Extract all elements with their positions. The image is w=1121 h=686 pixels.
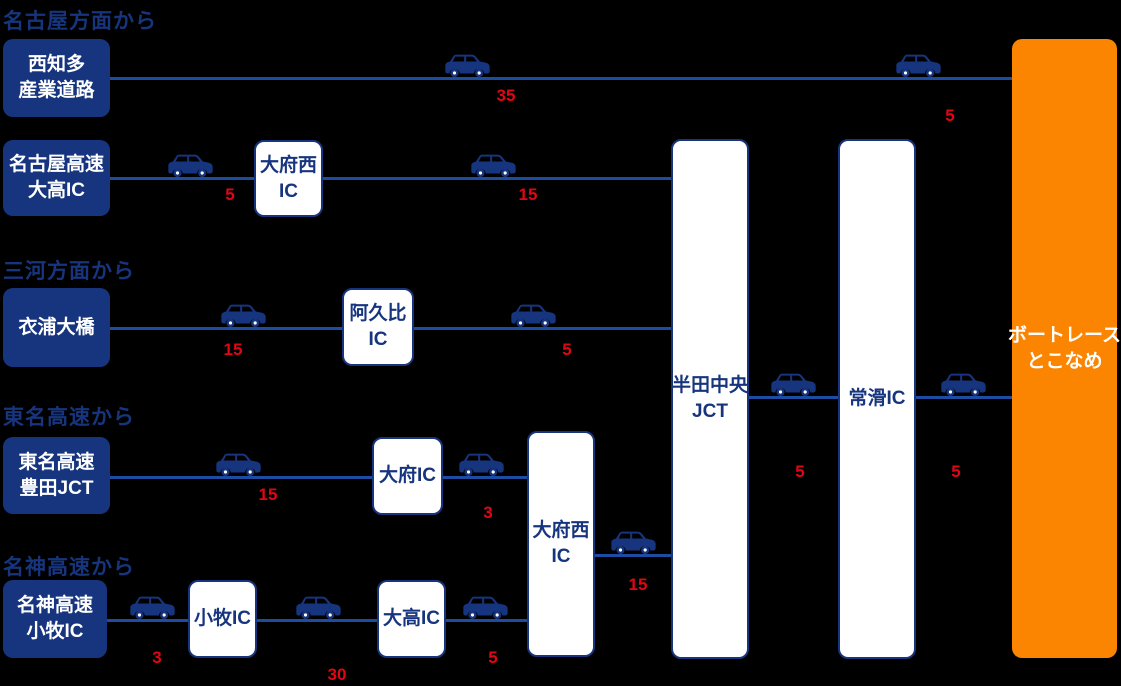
car-icon [296, 596, 341, 620]
route-line-handa-tokoname [749, 396, 838, 399]
car-icon [896, 54, 941, 78]
origin-box-kinuura-ohashi: 衣浦大橋 [3, 288, 110, 367]
car-icon [168, 154, 213, 178]
duration-label: 30 [327, 665, 347, 684]
jct-box-handa-chuo: 半田中央 JCT [671, 139, 749, 659]
section-heading-from-nagoya: 名古屋方面から [3, 10, 157, 33]
duration-label: 3 [483, 503, 493, 522]
car-icon [216, 453, 261, 477]
car-icon [511, 304, 556, 328]
route-line-obunishi-handa [595, 554, 671, 557]
route-line-nishichita [110, 77, 1012, 80]
car-icon [471, 154, 516, 178]
ic-box-agui: 阿久比 IC [342, 288, 414, 366]
ic-box-obunishi-upper: 大府西 IC [254, 140, 323, 217]
duration-label: 15 [518, 185, 538, 204]
route-line-tomei [110, 476, 527, 479]
duration-label: 5 [945, 106, 955, 125]
route-line-meishin [107, 619, 527, 622]
section-heading-from-mikawa: 三河方面から [3, 260, 135, 283]
ic-box-komaki: 小牧IC [188, 580, 257, 658]
duration-label: 15 [258, 485, 278, 504]
ic-box-obunishi-tall: 大府西 IC [527, 431, 595, 657]
duration-label: 3 [152, 648, 162, 667]
duration-label: 15 [223, 340, 243, 359]
car-icon [130, 596, 175, 620]
duration-label: 35 [496, 86, 516, 105]
duration-label: 5 [795, 462, 805, 481]
car-icon [611, 531, 656, 555]
duration-label: 15 [628, 575, 648, 594]
ic-box-obu: 大府IC [372, 437, 443, 515]
car-icon [941, 373, 986, 397]
route-line-tokoname-dest [916, 396, 1012, 399]
duration-label: 5 [488, 648, 498, 667]
route-line-nagoya-expwy [110, 177, 671, 180]
origin-box-nishichita-sangyo-road: 西知多 産業道路 [3, 39, 110, 117]
origin-box-nagoya-expwy-odaka-ic: 名古屋高速 大高IC [3, 140, 110, 216]
duration-label: 5 [951, 462, 961, 481]
car-icon [771, 373, 816, 397]
duration-label: 5 [225, 185, 235, 204]
car-icon [445, 54, 490, 78]
section-heading-from-meishin: 名神高速から [3, 556, 135, 579]
origin-box-meishin-komaki-ic: 名神高速 小牧IC [3, 580, 107, 658]
destination-box-boatrace-tokoname: ボートレース とこなめ [1008, 39, 1121, 658]
duration-label: 5 [562, 340, 572, 359]
car-icon [463, 596, 508, 620]
origin-box-tomei-toyota-jct: 東名高速 豊田JCT [3, 437, 110, 514]
car-icon [221, 304, 266, 328]
car-icon [459, 453, 504, 477]
section-heading-from-tomei: 東名高速から [3, 406, 135, 429]
ic-box-tokoname: 常滑IC [838, 139, 916, 659]
ic-box-odaka: 大高IC [377, 580, 446, 658]
